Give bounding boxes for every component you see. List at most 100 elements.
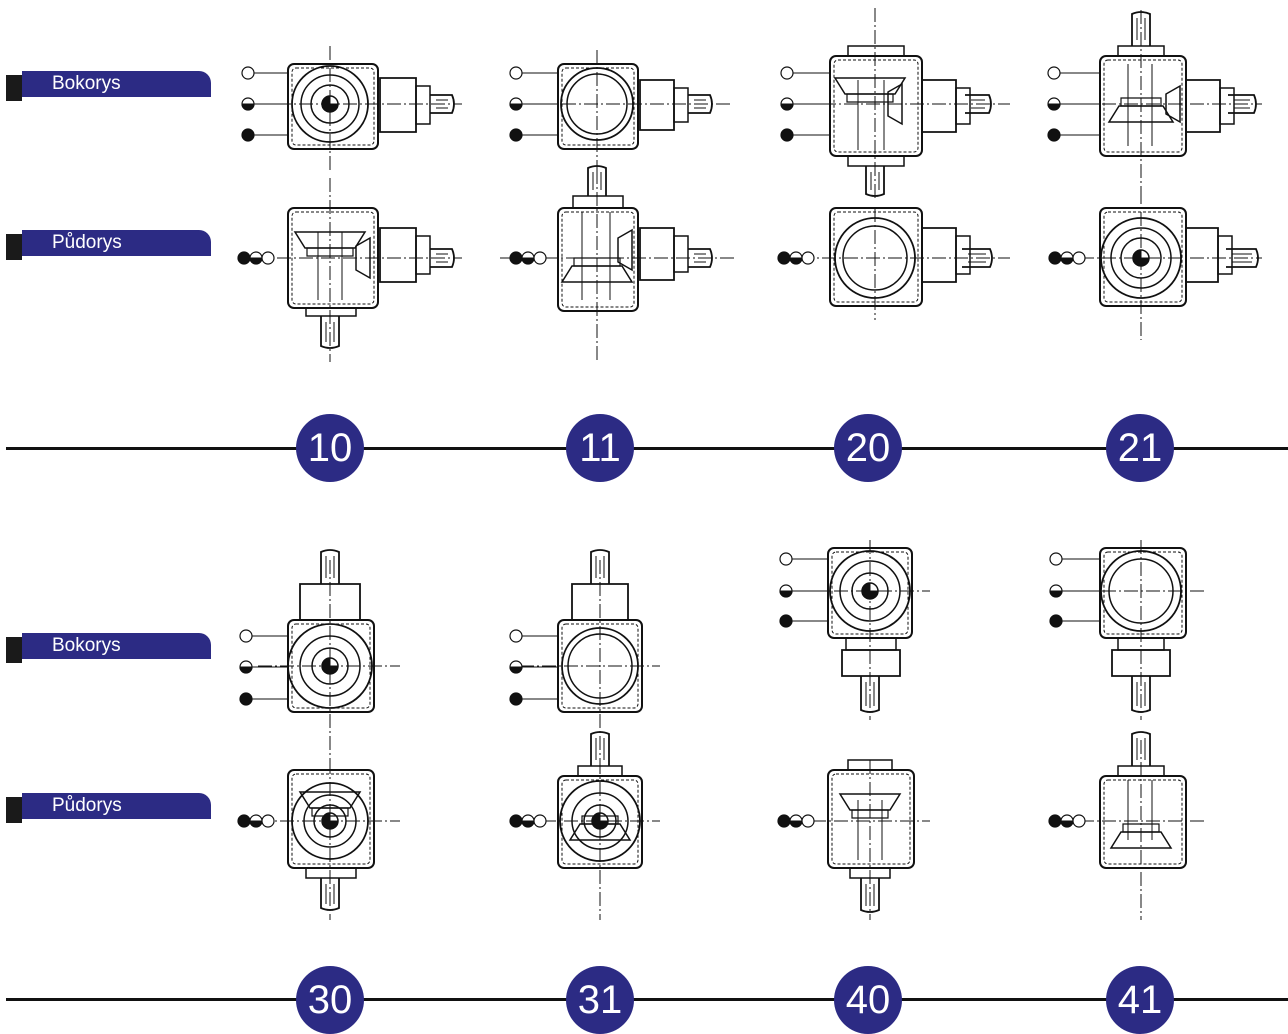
output-shaft: [965, 95, 991, 113]
gearbox-housing: [1100, 776, 1186, 868]
open-marker-icon: [1073, 252, 1085, 264]
open-marker-icon: [262, 252, 274, 264]
bevel-gear: [562, 266, 632, 282]
open-marker-icon: [1048, 67, 1060, 79]
half-filled-marker-fill: [781, 104, 793, 110]
bevel-gear: [835, 78, 905, 94]
filled-marker-icon: [781, 129, 793, 141]
top-collar: [848, 46, 904, 56]
gear-hub: [847, 94, 893, 102]
housing-inner-edge: [832, 552, 908, 634]
half-filled-marker-fill: [790, 821, 802, 827]
bevel-pinion: [1166, 86, 1180, 122]
gearbox-housing: [558, 208, 638, 311]
bottom-collar: [848, 156, 904, 166]
filled-marker-icon: [1050, 615, 1062, 627]
variant-badge-20: 20: [834, 414, 902, 482]
tab-bar: Bokorys: [22, 633, 211, 659]
housing-inner-edge: [1104, 552, 1182, 634]
filled-marker-icon: [778, 815, 790, 827]
bevel-gear: [1111, 832, 1171, 848]
housing-inner-edge: [1104, 60, 1182, 152]
housing-inner-edge: [1104, 212, 1182, 302]
side-flange: [1186, 228, 1218, 282]
side-flange-collar: [416, 236, 430, 274]
filled-marker-icon: [1049, 252, 1061, 264]
housing-inner-edge: [562, 212, 634, 307]
housing-inner-edge: [834, 212, 918, 302]
tab-bar: Bokorys: [22, 71, 211, 97]
open-marker-icon: [262, 815, 274, 827]
filled-marker-icon: [510, 252, 522, 264]
open-marker-icon: [802, 815, 814, 827]
filled-marker-icon: [510, 693, 522, 705]
gearbox-housing: [830, 56, 922, 156]
gearbox-housing: [558, 776, 642, 868]
housing-inner-edge: [292, 68, 374, 145]
half-filled-marker-fill: [510, 667, 522, 673]
row-divider-1: [6, 447, 1288, 450]
open-marker-icon: [1050, 553, 1062, 565]
half-filled-marker-fill: [250, 821, 262, 827]
vertical-shaft: [591, 732, 609, 766]
open-marker-icon: [802, 252, 814, 264]
half-filled-marker-fill: [242, 104, 254, 110]
tab-label: Půdorys: [52, 232, 122, 253]
side-flange-collar: [956, 88, 970, 124]
filled-marker-icon: [510, 815, 522, 827]
vertical-shaft: [861, 878, 879, 912]
filled-marker-icon: [238, 815, 250, 827]
open-marker-icon: [780, 553, 792, 565]
half-filled-marker-fill: [790, 258, 802, 264]
filled-marker-icon: [238, 252, 250, 264]
vertical-shaft: [591, 550, 609, 584]
output-shaft: [962, 249, 992, 267]
bottom-collar: [306, 868, 356, 878]
housing-inner-edge: [832, 774, 910, 864]
variant-badge-10: 10: [296, 414, 364, 482]
side-flange: [640, 80, 674, 130]
half-filled-marker-fill: [522, 821, 534, 827]
side-flange-collar: [1220, 88, 1234, 124]
variant-badge-21: 21: [1106, 414, 1174, 482]
variant-badge-40: 40: [834, 966, 902, 1034]
vertical-shaft: [1132, 732, 1150, 766]
side-flange: [1186, 80, 1220, 132]
tab-label: Bokorys: [52, 635, 121, 656]
half-filled-marker-fill: [1050, 591, 1062, 597]
tab-marker: [6, 234, 22, 260]
side-flange: [922, 228, 956, 282]
gearbox-housing: [288, 64, 378, 149]
filled-marker-icon: [242, 129, 254, 141]
side-flange-collar: [674, 88, 688, 122]
vertical-shaft: [588, 166, 606, 196]
bottom-collar: [306, 308, 356, 316]
side-flange: [380, 78, 416, 132]
filled-marker-icon: [1048, 129, 1060, 141]
row-divider-2: [6, 998, 1288, 1001]
bevel-pinion: [618, 230, 632, 270]
vertical-shaft: [321, 316, 339, 348]
tab-bar: Půdorys: [22, 230, 211, 256]
variant-badge-31: 31: [566, 966, 634, 1034]
bevel-gear: [840, 794, 900, 810]
side-flange-collar: [1218, 236, 1232, 274]
variant-badge-30: 30: [296, 966, 364, 1034]
half-filled-marker-fill: [250, 258, 262, 264]
half-filled-marker-fill: [780, 591, 792, 597]
tab-label: Půdorys: [52, 795, 122, 816]
tab-marker: [6, 637, 22, 663]
vertical-shaft: [321, 550, 339, 584]
top-collar: [573, 196, 623, 208]
bottom-flange: [842, 650, 900, 676]
filled-marker-icon: [510, 129, 522, 141]
top-view-tab-2: Půdorys: [6, 793, 211, 823]
gearbox-housing: [828, 770, 914, 868]
open-marker-icon: [781, 67, 793, 79]
open-marker-icon: [242, 67, 254, 79]
housing-inner-edge: [562, 780, 638, 864]
bevel-gear: [300, 792, 360, 808]
side-flange-collar: [674, 236, 688, 272]
housing-inner-edge: [834, 60, 918, 152]
